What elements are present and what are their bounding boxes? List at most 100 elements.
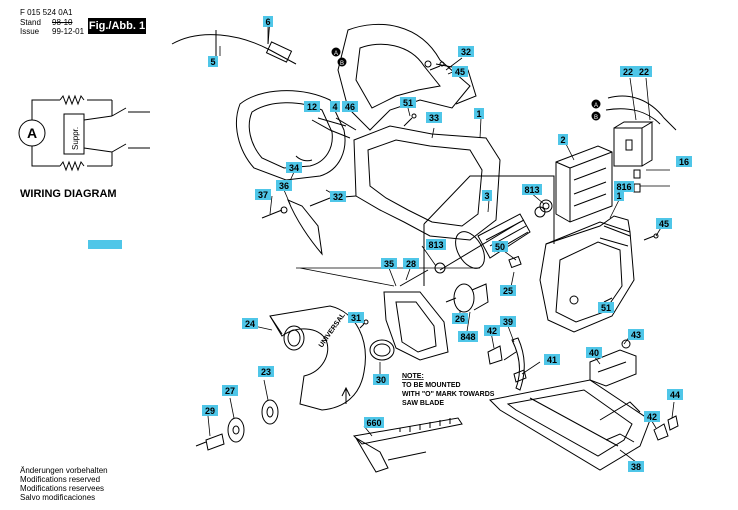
callout-number: 33 xyxy=(429,113,439,123)
field-stator xyxy=(539,145,613,223)
callout-number: 41 xyxy=(547,355,557,365)
callout-number: 12 xyxy=(307,102,317,112)
part-callout-c816: 816 xyxy=(614,181,634,192)
note-line: TO BE MOUNTED xyxy=(402,382,461,389)
footer-line: Änderungen vorbehalten xyxy=(20,466,108,475)
footer-line: Salvo modificaciones xyxy=(20,493,96,502)
part-callout-c25: 25 xyxy=(500,285,516,296)
callout-box xyxy=(400,97,416,108)
part-callout-c28: 28 xyxy=(403,258,419,269)
part-callout-c660: 660 xyxy=(364,417,384,428)
callout-box xyxy=(492,241,508,252)
callout-number: 28 xyxy=(406,259,416,269)
part-callout-c43: 43 xyxy=(628,329,644,340)
handle-cover xyxy=(287,199,323,256)
callout-box xyxy=(222,385,238,396)
issue-value: 99-12-01 xyxy=(52,27,85,36)
callout-number: 40 xyxy=(589,348,599,358)
blade-flanges xyxy=(195,399,279,451)
footer-line: Modifications reservees xyxy=(20,484,105,493)
mounting-note: NOTE: TO BE MOUNTED WITH "O" MARK TOWARD… xyxy=(402,373,495,407)
pinion-gear xyxy=(445,255,522,313)
part-callout-c22b: 22 xyxy=(636,66,652,77)
callout-box xyxy=(342,101,358,112)
suppressor-box xyxy=(63,113,85,155)
part-callout-c51a: 51 xyxy=(400,97,416,108)
callout-box xyxy=(304,101,320,112)
callout-box xyxy=(263,16,273,27)
stand-label: Stand xyxy=(20,18,41,27)
part-callout-c45b: 45 xyxy=(656,218,672,229)
part-callout-c1a: 1 xyxy=(474,108,484,119)
callout-box xyxy=(500,316,516,327)
callout-box xyxy=(620,66,636,77)
callout-box xyxy=(644,411,660,422)
part-callout-c33: 33 xyxy=(426,112,442,123)
callout-number: 5 xyxy=(210,57,215,67)
note-line: WITH "O" MARK TOWARDS xyxy=(402,391,495,398)
part-callout-c34: 34 xyxy=(286,162,302,173)
marker-b: B xyxy=(340,61,344,67)
part-callout-c35: 35 xyxy=(381,258,397,269)
part-callout-c32a: 32 xyxy=(458,46,474,57)
part-callout-c848: 848 xyxy=(458,331,478,342)
callout-number: 31 xyxy=(351,313,361,323)
callout-number: 813 xyxy=(524,185,539,195)
gear-housing xyxy=(539,215,635,333)
callout-number: 6 xyxy=(265,17,270,27)
guard-brand-label: UNIVERSAL xyxy=(318,311,347,349)
suppressor-label: Suppr. xyxy=(71,127,80,150)
note-title: NOTE: xyxy=(402,373,424,380)
lower-guard-frame xyxy=(369,269,449,361)
spacer-ring xyxy=(369,339,395,361)
part-callout-c36: 36 xyxy=(276,180,292,191)
callout-number: 50 xyxy=(495,242,505,252)
callout-number: 30 xyxy=(376,375,386,385)
callout-box xyxy=(330,191,346,202)
callout-box xyxy=(202,405,218,416)
figure-label: Fig./Abb. 1 xyxy=(88,18,146,34)
depth-bracket xyxy=(589,339,637,387)
callout-number: 3 xyxy=(484,191,489,201)
callout-box xyxy=(598,302,614,313)
callout-box xyxy=(426,112,442,123)
part-callout-c2: 2 xyxy=(558,134,568,145)
rear-handle xyxy=(236,90,346,256)
part-callout-c1b: 1 xyxy=(614,190,624,201)
callout-box xyxy=(628,329,644,340)
part-callout-c16: 16 xyxy=(676,156,692,167)
callout-number: 848 xyxy=(460,332,475,342)
callout-number: 26 xyxy=(455,314,465,324)
callout-number: 42 xyxy=(487,326,497,336)
callout-number: 24 xyxy=(245,319,255,329)
callout-number: 816 xyxy=(616,182,631,192)
handle-housing xyxy=(337,23,477,131)
callout-box xyxy=(614,190,624,201)
part-callout-c23: 23 xyxy=(258,366,274,377)
callout-box xyxy=(452,66,468,77)
part-callout-c6: 6 xyxy=(263,16,273,27)
callout-number: 51 xyxy=(403,98,413,108)
callout-box xyxy=(255,189,271,200)
callout-box xyxy=(458,331,478,342)
callout-number: 37 xyxy=(258,190,268,200)
callout-number: 38 xyxy=(631,462,641,472)
callout-number: 27 xyxy=(225,386,235,396)
callout-box xyxy=(522,184,542,195)
part-callout-c26: 26 xyxy=(452,313,468,324)
part-callout-c5: 5 xyxy=(208,56,218,67)
field-coil-bottom xyxy=(59,160,85,172)
callout-number: 813 xyxy=(428,240,443,250)
callout-box xyxy=(482,190,492,201)
part-callout-c42a: 42 xyxy=(484,325,500,336)
callout-box xyxy=(474,108,484,119)
callout-box xyxy=(614,181,634,192)
callout-box xyxy=(348,312,364,323)
callout-number: 36 xyxy=(279,181,289,191)
footer-notes: Änderungen vorbehalten Modifications res… xyxy=(20,466,108,502)
part-callout-c29: 29 xyxy=(202,405,218,416)
wiring-diagram-title: WIRING DIAGRAM xyxy=(20,188,117,200)
field-coil-top xyxy=(59,94,85,106)
drawing-code: F 015 524 0A1 xyxy=(20,8,73,17)
callout-number: 23 xyxy=(261,367,271,377)
